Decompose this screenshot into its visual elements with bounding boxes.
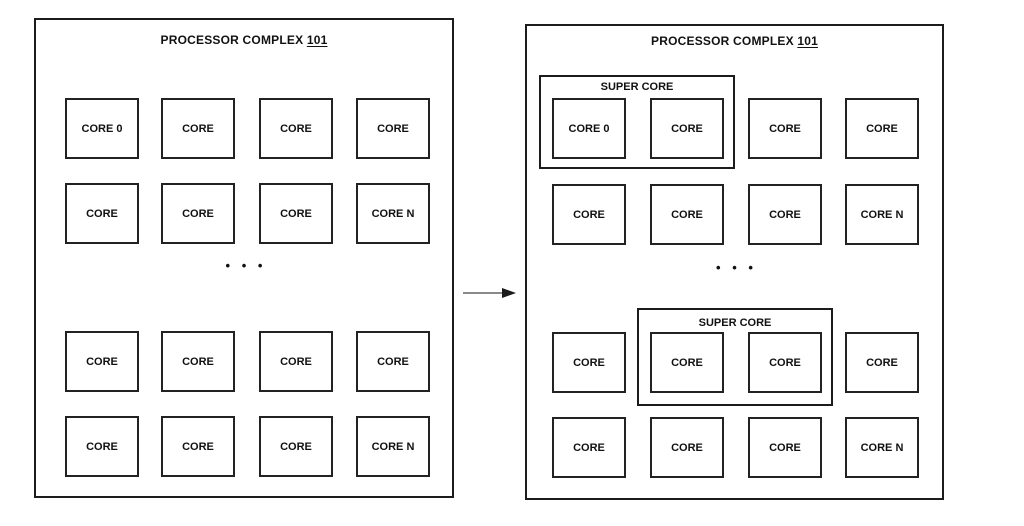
right-arrow-icon	[463, 288, 516, 298]
core-box: CORE N	[845, 417, 919, 478]
core-label: CORE	[280, 207, 312, 220]
core-box: CORE	[161, 331, 235, 392]
core-label: CORE	[280, 122, 312, 135]
core-label: CORE	[573, 208, 605, 221]
core-box: CORE 0	[65, 98, 139, 159]
panel-title: PROCESSOR COMPLEX 101	[36, 33, 452, 47]
core-box: CORE N	[356, 183, 430, 244]
core-label: CORE	[182, 440, 214, 453]
core-label: CORE	[671, 441, 703, 454]
core-label: CORE N	[371, 207, 415, 220]
core-box: CORE	[845, 332, 919, 393]
processor-complex-panel-left: PROCESSOR COMPLEX 101 CORE 0 CORE CORE C…	[34, 18, 454, 498]
super-core-label: SUPER CORE	[600, 81, 674, 93]
core-label: CORE	[671, 356, 703, 369]
core-label: CORE N	[371, 440, 415, 453]
core-box: CORE	[65, 331, 139, 392]
core-label: CORE	[769, 208, 801, 221]
core-label: CORE	[86, 440, 118, 453]
transform-arrow	[460, 285, 518, 301]
panel-title-ref-number: 101	[306, 33, 328, 47]
core-box: CORE	[845, 98, 919, 159]
core-box: CORE N	[845, 184, 919, 245]
core-label: CORE	[86, 355, 118, 368]
core-box: CORE	[552, 332, 626, 393]
core-box: CORE	[259, 98, 333, 159]
core-label: CORE	[671, 208, 703, 221]
core-label: CORE 0	[81, 122, 123, 135]
core-label: CORE	[182, 207, 214, 220]
core-box: CORE	[748, 417, 822, 478]
core-box: CORE N	[356, 416, 430, 477]
core-label: CORE	[377, 355, 409, 368]
core-label: CORE	[280, 440, 312, 453]
core-label: CORE N	[860, 441, 904, 454]
ellipsis-dots: • • •	[225, 258, 267, 273]
processor-complex-panel-right: PROCESSOR COMPLEX 101 SUPER CORE CORE 0 …	[525, 24, 944, 500]
core-box: CORE	[748, 184, 822, 245]
core-box: CORE	[356, 331, 430, 392]
core-label: CORE	[866, 122, 898, 135]
core-box: CORE	[650, 417, 724, 478]
core-box: CORE	[650, 332, 724, 393]
core-box: CORE	[748, 332, 822, 393]
panel-title: PROCESSOR COMPLEX 101	[527, 34, 942, 48]
core-label: CORE	[573, 356, 605, 369]
core-box: CORE	[259, 416, 333, 477]
core-label: CORE	[769, 356, 801, 369]
core-box: CORE	[650, 98, 724, 159]
core-box: CORE	[748, 98, 822, 159]
core-label: CORE	[769, 441, 801, 454]
core-box: CORE	[65, 183, 139, 244]
core-label: CORE	[182, 122, 214, 135]
super-core-label: SUPER CORE	[698, 317, 772, 329]
core-box: CORE 0	[552, 98, 626, 159]
core-label: CORE	[573, 441, 605, 454]
core-label: CORE N	[860, 208, 904, 221]
core-box: CORE	[356, 98, 430, 159]
core-label: CORE	[86, 207, 118, 220]
core-box: CORE	[552, 417, 626, 478]
core-label: CORE	[866, 356, 898, 369]
panel-title-ref-number: 101	[797, 34, 818, 48]
core-label: CORE	[182, 355, 214, 368]
core-box: CORE	[259, 331, 333, 392]
panel-title-text: PROCESSOR COMPLEX	[651, 34, 794, 48]
core-box: CORE	[650, 184, 724, 245]
core-box: CORE	[65, 416, 139, 477]
core-box: CORE	[552, 184, 626, 245]
panel-title-text: PROCESSOR COMPLEX	[160, 33, 304, 47]
core-box: CORE	[161, 416, 235, 477]
core-box: CORE	[161, 98, 235, 159]
core-label: CORE	[671, 122, 703, 135]
core-label: CORE	[280, 355, 312, 368]
core-box: CORE	[161, 183, 235, 244]
ellipsis-dots: • • •	[716, 260, 757, 275]
core-box: CORE	[259, 183, 333, 244]
core-label: CORE	[377, 122, 409, 135]
core-label: CORE	[769, 122, 801, 135]
core-label: CORE 0	[568, 122, 610, 135]
